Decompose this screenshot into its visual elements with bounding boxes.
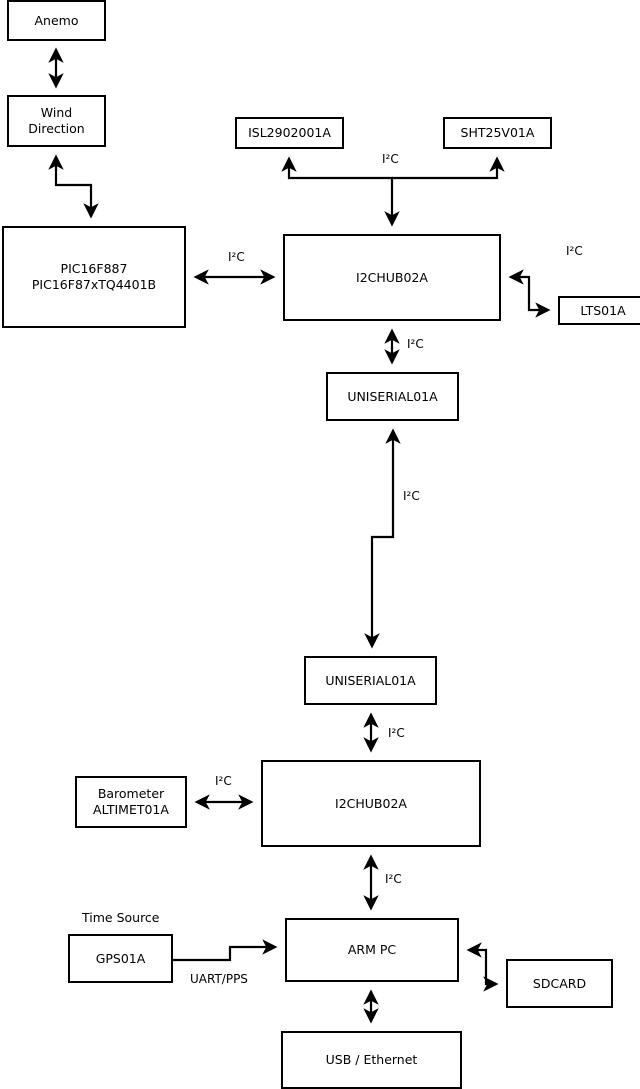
node-i2chub02a-top-label: I2CHUB02A <box>356 269 428 285</box>
node-uniserial01a-top-label: UNISERIAL01A <box>347 388 438 404</box>
node-i2chub02a-bottom[interactable]: I2CHUB02A <box>261 760 481 847</box>
node-gps01a[interactable]: GPS01A <box>68 934 173 983</box>
node-lts01a-label: LTS01A <box>580 302 626 318</box>
node-pic-microcontroller[interactable]: PIC16F887 PIC16F87xTQ4401B <box>2 226 186 328</box>
node-barometer-altimet01a[interactable]: Barometer ALTIMET01A <box>75 776 187 828</box>
connector-hub-lts <box>508 269 551 318</box>
node-wind-direction[interactable]: Wind Direction <box>7 95 106 147</box>
node-anemo[interactable]: Anemo <box>7 0 106 41</box>
node-arm-pc-label: ARM PC <box>347 942 397 958</box>
edge-label-uniserial-hub2: I²C <box>388 726 405 740</box>
edge-label-barometer-hub2: I²C <box>215 774 232 788</box>
node-lts01a[interactable]: LTS01A <box>558 296 640 325</box>
node-i2chub02a-bottom-label: I2CHUB02A <box>335 795 407 811</box>
connector-bus-sht <box>392 156 505 180</box>
node-sdcard[interactable]: SDCARD <box>506 959 613 1008</box>
connector-wind-pic <box>48 154 99 219</box>
edge-label-isl-sht-bus: I²C <box>382 152 399 166</box>
edge-label-hub-uniserial: I²C <box>407 337 424 351</box>
node-usb-ethernet-label: USB / Ethernet <box>325 1052 418 1068</box>
connector-uniserial-uniserial <box>364 428 401 649</box>
node-gps01a-label: GPS01A <box>95 950 146 966</box>
node-pic-microcontroller-label: PIC16F887 PIC16F87xTQ4401B <box>31 261 157 292</box>
node-isl2902001a[interactable]: ISL2902001A <box>235 117 344 149</box>
node-uniserial01a-bottom[interactable]: UNISERIAL01A <box>304 656 437 705</box>
node-barometer-altimet01a-label: Barometer ALTIMET01A <box>93 786 169 817</box>
node-wind-direction-label: Wind Direction <box>28 105 85 136</box>
node-uniserial01a-top[interactable]: UNISERIAL01A <box>326 372 459 421</box>
node-sht25v01a[interactable]: SHT25V01A <box>443 117 552 149</box>
label-time-source: Time Source <box>82 910 160 925</box>
node-arm-pc[interactable]: ARM PC <box>285 918 459 982</box>
edge-label-hub2-armpc: I²C <box>385 872 402 886</box>
node-sht25v01a-label: SHT25V01A <box>460 125 535 141</box>
node-isl2902001a-label: ISL2902001A <box>248 125 331 141</box>
edge-label-gps-armpc: UART/PPS <box>190 972 248 986</box>
node-sdcard-label: SDCARD <box>532 975 587 991</box>
node-anemo-label: Anemo <box>34 12 79 28</box>
node-uniserial01a-bottom-label: UNISERIAL01A <box>325 672 416 688</box>
connector-armpc-sdcard <box>466 942 499 992</box>
connector-hub-bus <box>281 156 400 227</box>
edge-label-pic-hub: I²C <box>228 250 245 264</box>
node-i2chub02a-top[interactable]: I2CHUB02A <box>283 234 501 321</box>
connector-gps-armpc <box>173 939 278 962</box>
node-usb-ethernet[interactable]: USB / Ethernet <box>281 1031 462 1089</box>
edge-label-hub-lts: I²C <box>566 244 583 258</box>
edge-label-uniserial-uniserial: I²C <box>403 489 420 503</box>
